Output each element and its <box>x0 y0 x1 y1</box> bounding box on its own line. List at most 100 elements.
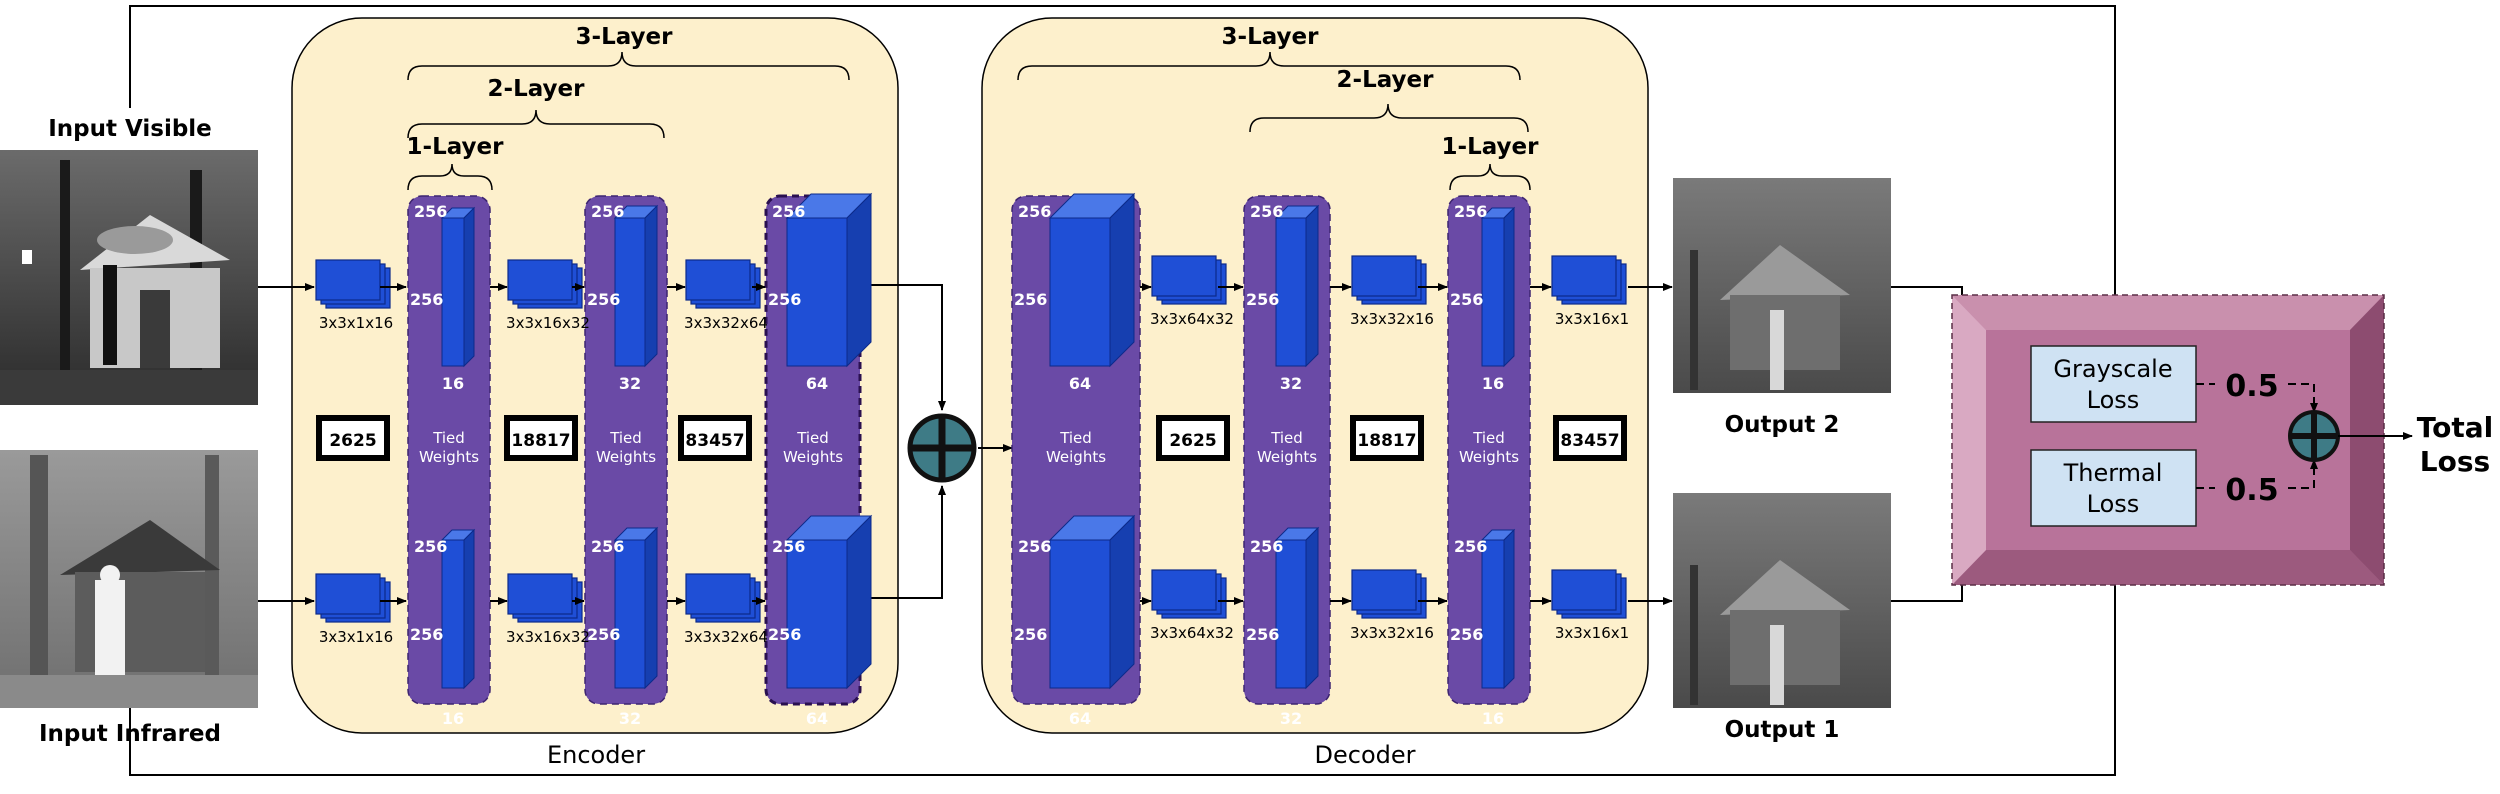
encoder-dim-top-2-1: 256 <box>591 202 624 221</box>
encoder-dim-top-1-1: 256 <box>414 202 447 221</box>
encoder-tied-label-3-2: Weights <box>783 448 843 466</box>
encoder-param-count-value-3: 83457 <box>685 431 744 451</box>
encoder-feature-cube-bottom-1 <box>440 528 476 690</box>
decoder-filter-stack-top-2 <box>1351 255 1427 305</box>
encoder-feature-cube-top-1 <box>440 206 476 368</box>
loss-weight-wires <box>2196 383 2318 489</box>
decoder-brackets <box>1017 51 1531 191</box>
decoder-dim-side-3-2: 256 <box>1450 625 1483 644</box>
decoder-bracket-1layer: 1-Layer <box>1442 134 1540 160</box>
decoder-filter-label-bottom-3: 3x3x16x1 <box>1555 624 1629 642</box>
encoder-param-count-value-1: 2625 <box>329 431 376 451</box>
encoder-label: Encoder <box>547 741 645 769</box>
decoder-dim-side-1-2: 256 <box>1014 625 1047 644</box>
encoder-dim-depth-3-1: 64 <box>806 374 828 393</box>
decoder-filter-label-bottom-1: 3x3x64x32 <box>1150 624 1234 642</box>
encoder-param-count-3: 83457 <box>678 415 752 461</box>
encoder-filter-label-bottom-3: 3x3x32x64 <box>684 628 768 646</box>
encoder-feature-cube-bottom-2 <box>613 526 659 690</box>
grayscale-loss-line2: Loss <box>2087 386 2140 414</box>
decoder-filter-stack-bottom-1 <box>1151 569 1227 619</box>
encoder-dim-side-3-1: 256 <box>768 290 801 309</box>
encoder-filter-stack-top-1 <box>315 259 391 309</box>
output1-image <box>1673 493 1891 708</box>
decoder-dim-side-2-2: 256 <box>1246 625 1279 644</box>
grayscale-loss-box: Grayscale Loss <box>2030 345 2197 423</box>
decoder-feature-cube-bottom-2 <box>1274 526 1320 690</box>
encoder-filter-label-bottom-2: 3x3x16x32 <box>506 628 590 646</box>
encoder-feature-cube-bottom-3 <box>785 514 873 690</box>
output2-image <box>1673 178 1891 393</box>
output1-label: Output 1 <box>1725 717 1840 743</box>
encoder-feature-cube-top-3 <box>785 192 873 368</box>
decoder-tied-label-3-2: Weights <box>1459 448 1519 466</box>
input-visible-label: Input Visible <box>48 116 212 142</box>
encoder-filter-stack-top-2 <box>507 259 583 309</box>
decoder-dim-depth-1-1: 64 <box>1069 374 1091 393</box>
decoder-dim-top-3-1: 256 <box>1454 202 1487 221</box>
input-visible-image <box>0 150 258 405</box>
encoder-filter-label-top-1: 3x3x1x16 <box>319 314 393 332</box>
decoder-filter-label-top-3: 3x3x16x1 <box>1555 310 1629 328</box>
input-infrared-label: Input Infrared <box>39 721 221 747</box>
output2-label: Output 2 <box>1725 412 1840 438</box>
encoder-brackets <box>407 51 850 191</box>
encoder-dim-side-3-2: 256 <box>768 625 801 644</box>
decoder-bracket-3layer: 3-Layer <box>1222 24 1320 50</box>
grayscale-weight: 0.5 <box>2225 369 2278 404</box>
encoder-dim-depth-2-1: 32 <box>619 374 641 393</box>
encoder-dim-side-2-1: 256 <box>587 290 620 309</box>
decoder-tied-label-1-1: Tied <box>1059 429 1092 447</box>
decoder-dim-side-1-1: 256 <box>1014 290 1047 309</box>
total-loss-line1: Total <box>2417 411 2494 444</box>
decoder-feature-cube-top-2 <box>1274 204 1320 368</box>
decoder-dim-depth-3-1: 16 <box>1482 374 1504 393</box>
decoder-label: Decoder <box>1315 741 1416 769</box>
decoder-param-count-value-3: 83457 <box>1560 431 1619 451</box>
decoder-dim-depth-1-2: 64 <box>1069 709 1091 728</box>
encoder-param-count-1: 2625 <box>316 415 390 461</box>
encoder-tied-label-3-1: Tied <box>796 429 829 447</box>
encoder-filter-stack-bottom-2 <box>507 573 583 623</box>
decoder-filter-stack-top-1 <box>1151 255 1227 305</box>
decoder-dim-depth-2-2: 32 <box>1280 709 1302 728</box>
encoder-tied-label-1-1: Tied <box>432 429 465 447</box>
encoder-dim-top-1-2: 256 <box>414 537 447 556</box>
encoder-tied-label-2-1: Tied <box>609 429 642 447</box>
decoder-feature-cube-bottom-1 <box>1048 514 1136 690</box>
feedback-wires <box>129 5 2119 776</box>
decoder-tied-label-2-2: Weights <box>1257 448 1317 466</box>
decoder-filter-stack-bottom-2 <box>1351 569 1427 619</box>
encoder-dim-side-1-2: 256 <box>410 625 443 644</box>
encoder-filter-stack-top-3 <box>685 259 761 309</box>
encoder-tied-label-2-2: Weights <box>596 448 656 466</box>
encoder-dim-top-3-1: 256 <box>772 202 805 221</box>
encoder-feature-cube-top-2 <box>613 204 659 368</box>
total-loss-line2: Loss <box>2420 445 2490 478</box>
encoder-dim-top-2-2: 256 <box>591 537 624 556</box>
encoder-filter-label-top-3: 3x3x32x64 <box>684 314 768 332</box>
encoder-param-count-value-2: 18817 <box>511 431 570 451</box>
decoder-tied-label-3-1: Tied <box>1472 429 1505 447</box>
encoder-param-count-2: 18817 <box>504 415 578 461</box>
decoder-dim-depth-2-1: 32 <box>1280 374 1302 393</box>
decoder-param-count-value-1: 2625 <box>1169 431 1216 451</box>
decoder-param-count-1: 2625 <box>1156 415 1230 461</box>
encoder-dim-top-3-2: 256 <box>772 537 805 556</box>
decoder-dim-side-3-1: 256 <box>1450 290 1483 309</box>
decoder-dim-top-1-1: 256 <box>1018 202 1051 221</box>
encoder-dim-depth-1-1: 16 <box>442 374 464 393</box>
decoder-feature-cube-bottom-3 <box>1480 528 1516 690</box>
decoder-dim-side-2-1: 256 <box>1246 290 1279 309</box>
loss-sum-node <box>2288 410 2340 462</box>
decoder-dim-top-1-2: 256 <box>1018 537 1051 556</box>
decoder-filter-stack-top-3 <box>1551 255 1627 305</box>
decoder-dim-top-3-2: 256 <box>1454 537 1487 556</box>
